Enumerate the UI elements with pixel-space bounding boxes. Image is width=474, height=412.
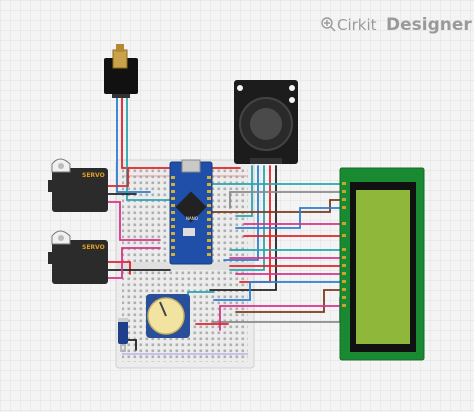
wire-servo1-red[interactable] <box>107 167 129 187</box>
wire-joy-gnd[interactable] <box>209 165 277 291</box>
wire-laser-blue[interactable] <box>116 97 151 193</box>
servo-1-label: SERVO <box>82 172 105 179</box>
servo-2-label: SERVO <box>82 244 105 251</box>
wire-servo1-signal[interactable] <box>107 201 161 241</box>
reset-button[interactable] <box>183 228 195 236</box>
wire-joy-2[interactable] <box>223 165 259 261</box>
lcd-pins <box>342 182 346 307</box>
wire-lcd-14[interactable] <box>219 305 345 331</box>
wire-lcd-4[interactable] <box>235 207 345 229</box>
servo-motor-2[interactable]: SERVO <box>48 230 108 284</box>
wire-servo2-signal[interactable] <box>107 247 161 279</box>
wire-cap-gnd[interactable] <box>125 339 137 351</box>
wire-lcd-2[interactable] <box>229 191 345 209</box>
lcd-screen <box>356 190 410 344</box>
lcd-display[interactable] <box>339 167 425 361</box>
wire-laser-teal[interactable] <box>126 97 177 201</box>
cirkit-logo-icon <box>321 17 336 32</box>
capacitor[interactable] <box>118 318 128 352</box>
arduino-nano[interactable]: NANO <box>169 159 213 265</box>
usb-port[interactable] <box>181 159 201 173</box>
wire-joy-1[interactable] <box>235 165 253 217</box>
joystick-module[interactable] <box>234 80 298 164</box>
servo-motor-1[interactable]: SERVO <box>48 158 108 212</box>
mcu-chip <box>175 191 207 223</box>
wire-joy-3[interactable] <box>229 165 265 271</box>
wire-lcd-11[interactable] <box>213 281 345 301</box>
brand-product-text: Designer <box>386 15 472 35</box>
laser-module[interactable] <box>104 44 138 98</box>
wire-lcd-3[interactable] <box>211 199 345 213</box>
brand-logo-text: Cirkit <box>337 16 377 34</box>
laser-lens-icon <box>116 44 124 52</box>
nano-pins-right <box>207 176 211 256</box>
arduino-label: NANO <box>186 216 198 221</box>
wire-lcd-12[interactable] <box>235 289 345 313</box>
potentiometer[interactable] <box>146 294 190 338</box>
joystick-knob-icon[interactable] <box>250 108 282 140</box>
nano-pins-left <box>171 176 175 256</box>
cirkit-logo: Cirkit Designer <box>321 15 472 35</box>
